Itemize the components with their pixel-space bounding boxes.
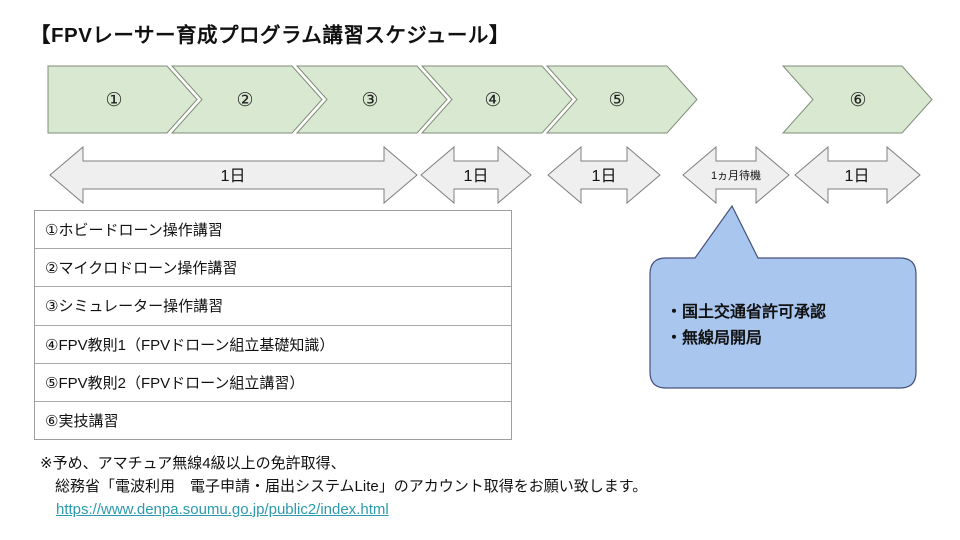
callout-line-2: ・無線局開局	[666, 328, 762, 347]
callout-line-1: ・国土交通省許可承認	[666, 302, 826, 321]
step-number-1: ①	[105, 90, 122, 111]
callout-bubble	[649, 204, 917, 389]
duration-label-2: 1日	[464, 168, 489, 185]
footer-note: ※予め、アマチュア無線4級以上の免許取得、 総務省「電波利用 電子申請・届出シス…	[40, 452, 647, 521]
step-chevron-2	[170, 65, 323, 134]
page-title: 【FPVレーサー育成プログラム講習スケジュール】	[30, 24, 510, 47]
duration-arrow-2	[420, 145, 532, 205]
step-chevron-5	[545, 65, 698, 134]
steps-table: ①ホビードローン操作講習 ②マイクロドローン操作講習 ③シミュレーター操作講習 …	[34, 210, 512, 440]
duration-label-5: 1日	[845, 168, 870, 185]
step-chevron-1	[47, 65, 198, 134]
duration-label-1: 1日	[221, 168, 246, 185]
footer-line-2: 総務省「電波利用 電子申請・届出システムLite」のアカウント取得をお願い致しま…	[55, 478, 648, 495]
table-row: ②マイクロドローン操作講習	[35, 249, 511, 288]
step-chevron-3	[295, 65, 448, 134]
table-row: ④FPV教則1（FPVドローン組立基礎知識）	[35, 326, 511, 364]
step-number-2: ②	[236, 90, 253, 111]
duration-arrow-5	[794, 145, 921, 205]
table-row: ③シミュレーター操作講習	[35, 287, 511, 326]
duration-arrow-4	[682, 145, 790, 205]
duration-label-3: 1日	[592, 168, 617, 185]
step-number-6: ⑥	[849, 90, 866, 111]
table-row: ⑤FPV教則2（FPVドローン組立講習）	[35, 364, 511, 402]
duration-label-4: 1ヵ月待機	[711, 168, 761, 182]
step-number-3: ③	[361, 90, 378, 111]
denpa-system-link[interactable]: https://www.denpa.soumu.go.jp/public2/in…	[56, 501, 389, 518]
table-row: ⑥実技講習	[45, 412, 119, 430]
footer-line-1: ※予め、アマチュア無線4級以上の免許取得、	[40, 455, 346, 472]
duration-arrow-3	[547, 145, 661, 205]
step-number-5: ⑤	[608, 90, 625, 111]
step-chevron-6	[781, 65, 933, 134]
step-chevron-4	[420, 65, 573, 134]
table-row: ①ホビードローン操作講習	[35, 211, 511, 250]
duration-arrow-1	[49, 145, 418, 205]
step-number-4: ④	[484, 90, 501, 111]
